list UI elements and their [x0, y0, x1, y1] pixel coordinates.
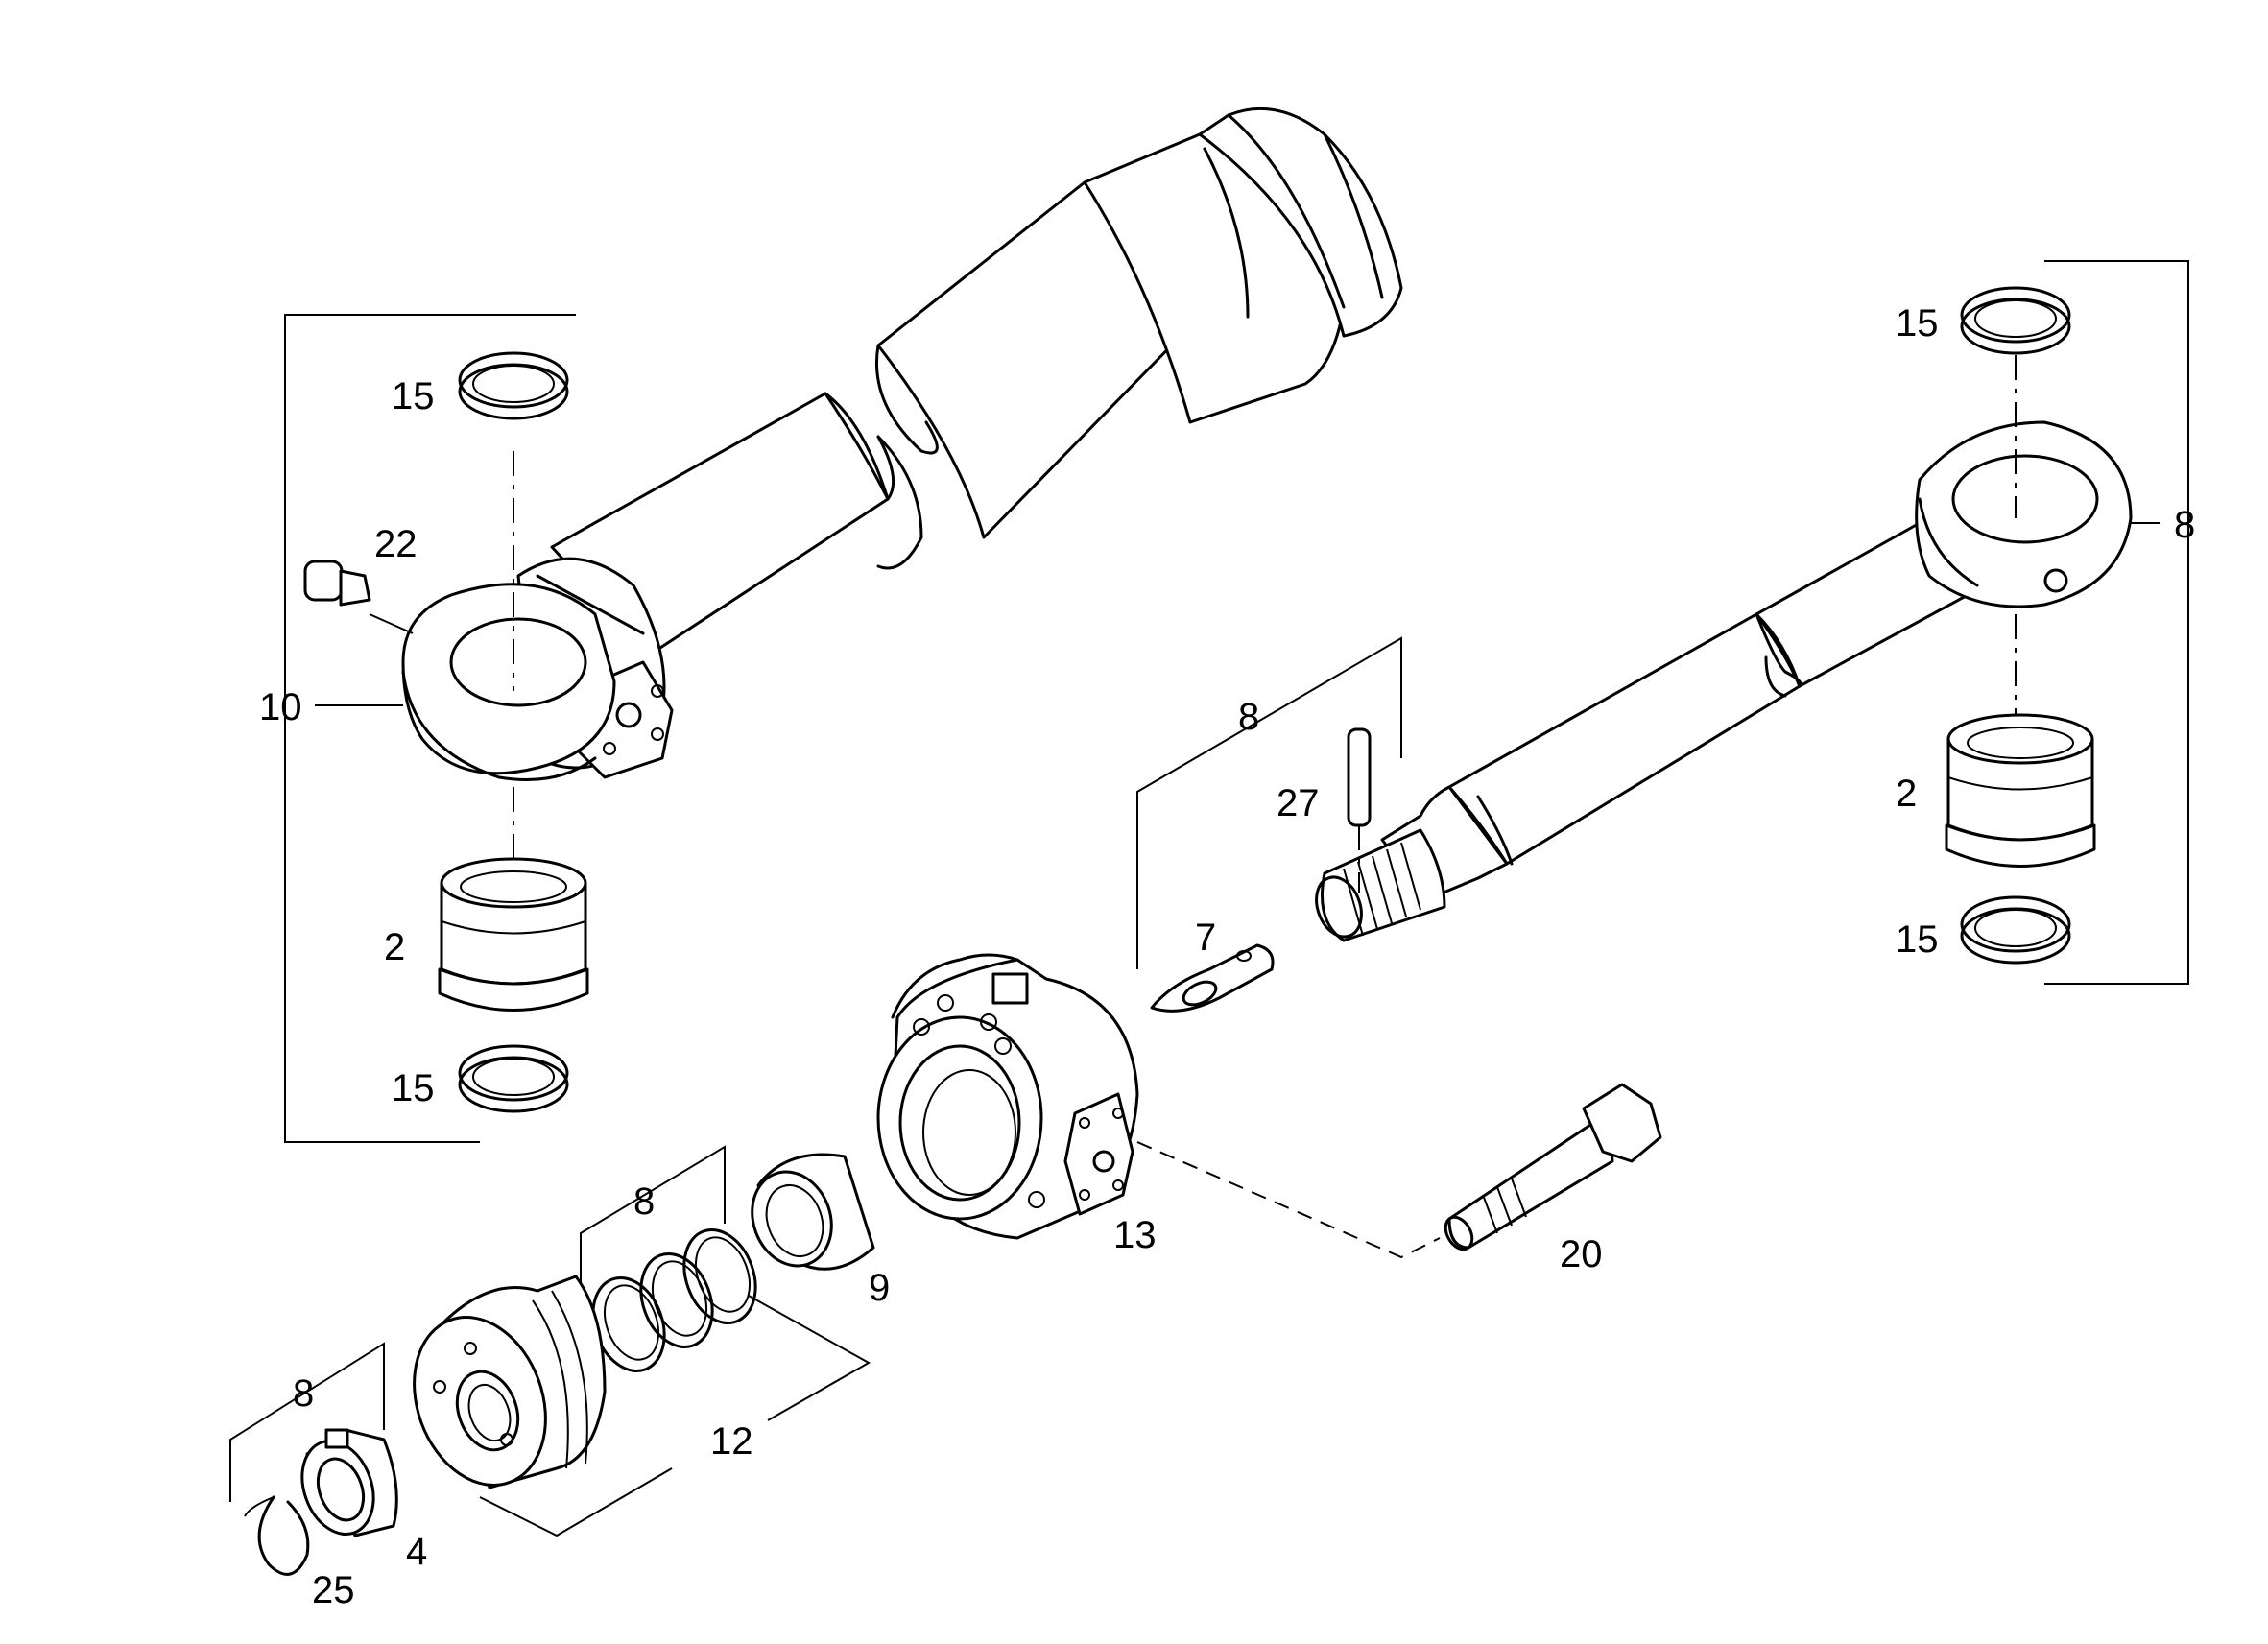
bracket-8-right	[2044, 260, 2189, 985]
seal-ring-15-left-top	[458, 351, 569, 420]
piston-rod	[1315, 521, 1970, 942]
seal-ring-15-right-bottom	[1960, 895, 2071, 965]
callout-15-right-top: 15	[1896, 302, 1939, 345]
callout-12: 12	[710, 1420, 753, 1463]
callout-15-right-bottom: 15	[1896, 918, 1939, 961]
bracket-8-middle	[1136, 636, 1402, 969]
rod-eye	[1915, 420, 2133, 608]
cylinder-head-13	[876, 953, 1139, 1240]
callout-8-small: 8	[293, 1372, 314, 1415]
seal-set-8	[591, 1228, 757, 1372]
piston-pin-7	[1150, 943, 1275, 1013]
guide-ring-9	[751, 1153, 875, 1271]
bolt-20	[1444, 1083, 1662, 1251]
piston-12	[413, 1275, 607, 1489]
bushing-2-left	[438, 857, 589, 1012]
bracket-10	[284, 314, 576, 1143]
roll-pin-27	[1347, 727, 1372, 893]
bracket-8-lower	[580, 1145, 726, 1300]
bracket-8-small	[229, 1342, 385, 1502]
seal-ring-15-right-top	[1960, 286, 2071, 355]
bushing-2-right	[1945, 713, 2096, 868]
callout-10: 10	[259, 686, 302, 728]
callout-15-left-bottom: 15	[392, 1067, 435, 1109]
callout-8-right: 8	[2174, 504, 2195, 546]
callout-20: 20	[1560, 1233, 1603, 1275]
callout-7: 7	[1195, 917, 1216, 959]
circlip-25	[244, 1495, 310, 1576]
callout-15-left-top: 15	[392, 375, 435, 417]
barrel-eye	[401, 574, 645, 781]
seal-ring-15-left-bottom	[458, 1044, 569, 1113]
callout-13: 13	[1113, 1214, 1157, 1256]
callout-8-middle: 8	[1238, 696, 1259, 738]
cylinder-barrel	[516, 107, 1403, 779]
callout-8-lower: 8	[633, 1180, 655, 1223]
callout-25: 25	[312, 1569, 355, 1611]
callout-22: 22	[374, 523, 418, 565]
nut-4	[300, 1428, 398, 1537]
callout-4: 4	[406, 1531, 427, 1573]
callout-9: 9	[869, 1267, 890, 1309]
bracket-12	[479, 1295, 871, 1537]
callout-2-left: 2	[384, 926, 405, 968]
callout-27: 27	[1277, 782, 1320, 824]
dashed-leader-20	[1136, 1141, 1441, 1259]
callout-2-right: 2	[1896, 773, 1917, 815]
grease-nipple	[303, 560, 414, 634]
